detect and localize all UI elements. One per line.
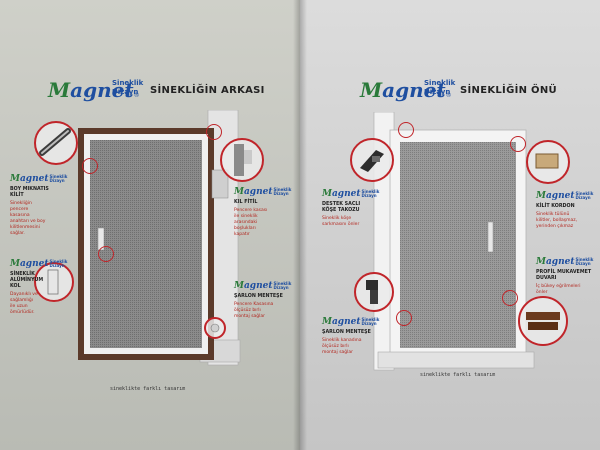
left-footer: sineklikte farklı tasarım <box>110 386 186 392</box>
right-heading: SİNEKLİĞİN ÖNÜ <box>460 85 557 96</box>
screen-front-illustration <box>373 112 535 371</box>
callout-ring-r1 <box>398 122 414 138</box>
detail-corner-block <box>350 138 394 182</box>
callout-ring-r2 <box>510 136 526 152</box>
detail-hinge-right <box>354 272 394 312</box>
callout-ring-1 <box>82 158 98 174</box>
detail-brush-seal <box>220 138 264 182</box>
screen-back-illustration <box>78 110 241 366</box>
left-logo-sub: Sineklik Dizayn <box>112 79 144 96</box>
right-logo-sub: Sineklik Dizayn <box>424 79 456 96</box>
callout-ring-r3 <box>396 310 412 326</box>
callout-ring-r4 <box>502 290 518 306</box>
detail-lock-cord <box>526 140 570 184</box>
page-right: Magnet® Sineklik Dizayn SİNEKLİĞİN ÖNÜ <box>300 0 600 450</box>
left-logo: Magnet® <box>48 78 140 102</box>
callout-ring-3 <box>98 246 114 262</box>
right-footer: sineklikte farklı tasarım <box>420 372 496 378</box>
book-spine <box>293 0 307 450</box>
detail-hinge-left <box>204 317 226 339</box>
left-heading: SİNEKLİĞİN ARKASI <box>150 85 265 96</box>
detail-magnet-strip <box>34 121 78 165</box>
page-left: Magnet® Sineklik Dizayn SİNEKLİĞİN ARKAS… <box>0 0 300 450</box>
right-logo: Magnet® <box>360 78 452 102</box>
callout-ring-2 <box>206 124 222 140</box>
detail-aluminium-handle <box>34 262 74 302</box>
detail-profile-wall <box>518 296 568 346</box>
